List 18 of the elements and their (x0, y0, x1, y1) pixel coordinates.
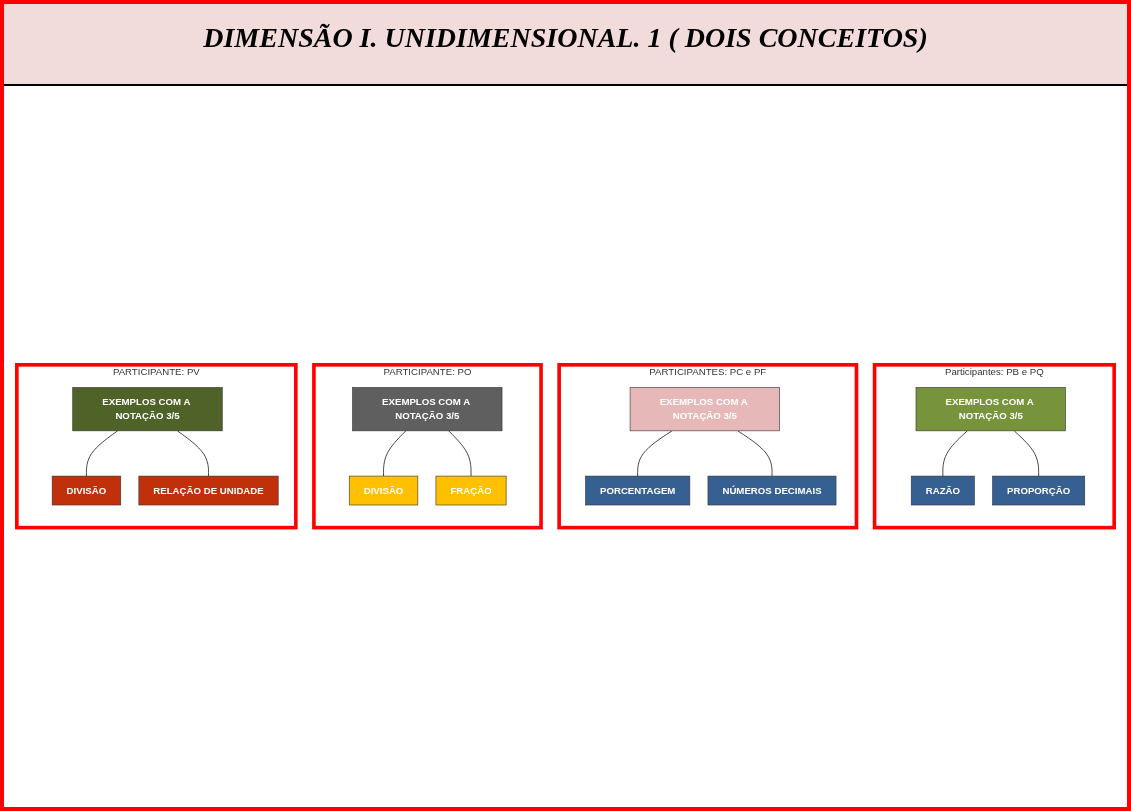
connector (383, 430, 407, 477)
connector (737, 430, 773, 477)
node-box: NÚMEROS DECIMAIS (707, 476, 837, 506)
connector (448, 430, 472, 477)
node-box: PROPORÇÃO (992, 476, 1086, 506)
node-box: EXEMPLOS COM A NOTAÇÃO 3/5 (915, 387, 1066, 432)
node-box: EXEMPLOS COM A NOTAÇÃO 3/5 (629, 387, 780, 432)
node-box: EXEMPLOS COM A NOTAÇÃO 3/5 (352, 387, 503, 432)
connector (1013, 430, 1040, 477)
node-box: RELAÇÃO DE UNIDADE (138, 476, 279, 506)
node-box: DIVISÃO (51, 476, 122, 506)
connector (942, 430, 968, 477)
node-box: FRAÇÃO (435, 476, 507, 506)
node-box: PORCENTAGEM (585, 476, 691, 506)
node-box: DIVISÃO (348, 476, 419, 506)
node-box: EXEMPLOS COM A NOTAÇÃO 3/5 (72, 387, 223, 432)
diagram-title: DIMENSÃO I. UNIDIMENSIONAL. 1 ( DOIS CONCEITOS) (203, 22, 928, 54)
node-box: RAZÃO (910, 476, 975, 506)
